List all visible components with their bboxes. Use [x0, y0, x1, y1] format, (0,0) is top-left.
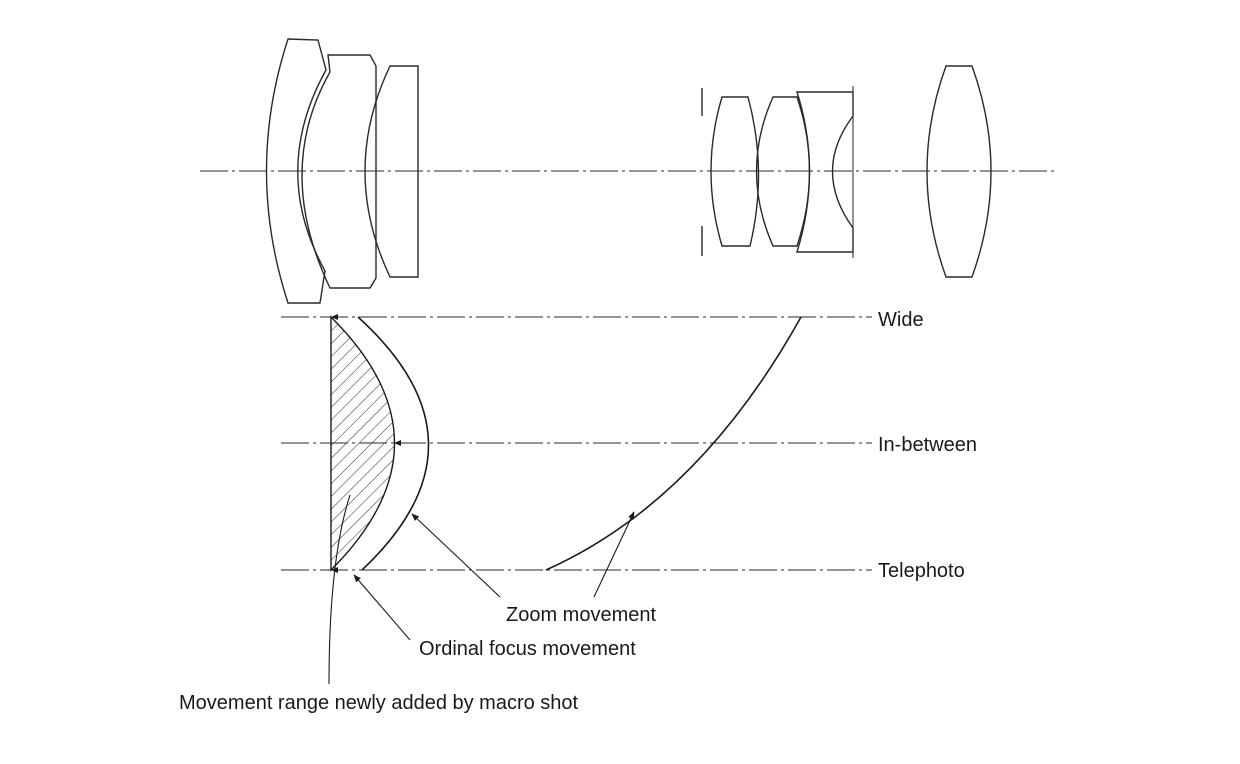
macro-range-leader	[328, 494, 351, 685]
rear-zoom-movement-curve	[545, 316, 802, 571]
wide-marker-arrow	[331, 314, 338, 320]
front-lens-2	[301, 54, 377, 289]
rear-lens-group	[710, 86, 854, 258]
last-lens	[926, 65, 992, 278]
ordinal-focus-leader	[353, 574, 411, 641]
rear-lens-1	[710, 96, 760, 247]
front-lens-1	[265, 38, 327, 304]
zoom-leader-front	[411, 513, 501, 598]
zoom-leader-rear	[593, 511, 635, 598]
ordinal-focus-movement-label: Ordinal focus movement	[419, 638, 636, 660]
rear-lens-3	[796, 91, 854, 253]
zoom-movement-label: Zoom movement	[506, 604, 656, 626]
telephoto-label: Telephoto	[878, 560, 965, 582]
macro-range-label: Movement range newly added by macro shot	[179, 692, 579, 714]
in-between-marker-arrow	[394, 440, 401, 446]
zoom-movement-curve	[357, 316, 430, 571]
front-lens-group	[265, 38, 419, 304]
wide-label: Wide	[878, 309, 924, 331]
front-lens-3	[364, 65, 419, 278]
in-between-label: In-between	[878, 434, 977, 456]
